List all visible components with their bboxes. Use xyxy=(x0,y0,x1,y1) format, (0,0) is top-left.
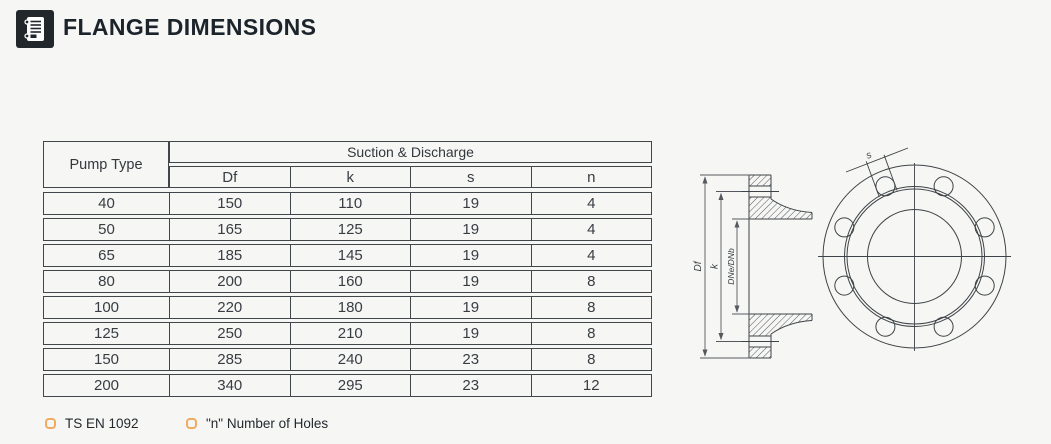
table-cell-pump_type: 80 xyxy=(98,273,115,290)
column-header-n: n xyxy=(530,167,652,187)
dim-label-k: k xyxy=(710,263,721,269)
table-cell-df: 200 xyxy=(169,271,290,292)
column-header-k: k xyxy=(289,167,411,187)
legend-label: TS EN 1092 xyxy=(65,416,139,431)
legend-item-holes: "n" Number of Holes xyxy=(186,416,328,431)
sub-header-row: Df k s n xyxy=(169,166,652,188)
column-header-df: Df xyxy=(222,168,238,186)
table-cell-pump_type: 40 xyxy=(98,195,115,212)
table-cell-k: 210 xyxy=(289,323,411,344)
table-cell-k: 295 xyxy=(289,375,411,396)
table-cell-n: 12 xyxy=(530,375,652,396)
table-cell-pump_type: 50 xyxy=(98,221,115,238)
column-group-header: Suction & Discharge xyxy=(169,141,652,163)
legend-bullet-icon xyxy=(45,418,56,429)
legend-label: "n" Number of Holes xyxy=(206,416,329,431)
table-cell-df: 285 xyxy=(169,349,290,370)
table-cell-pump_type: 200 xyxy=(93,377,120,394)
dim-label-df: Df xyxy=(693,260,704,271)
table-cell-pump_type: 150 xyxy=(93,351,120,368)
column-header-s: s xyxy=(410,167,531,187)
table-cell-df: 220 xyxy=(169,297,290,318)
table-cell-df: 185 xyxy=(169,245,290,266)
table-cell-s: 19 xyxy=(410,297,531,318)
flange-section-view xyxy=(741,174,813,359)
table-cell-s: 19 xyxy=(410,219,531,240)
table-cell-k: 240 xyxy=(289,349,411,370)
table-cell-df: 150 xyxy=(169,193,290,214)
table-cell-n: 8 xyxy=(530,323,652,344)
legend-item-standard: TS EN 1092 xyxy=(45,416,139,431)
table-cell-s: 19 xyxy=(410,245,531,266)
table-cell-pump_type: 65 xyxy=(98,247,115,264)
table-cell-n: 4 xyxy=(530,245,652,266)
hole-dimension xyxy=(845,147,909,198)
dim-label-hole: s xyxy=(865,150,874,162)
table-cell-n: 8 xyxy=(530,297,652,318)
table-cell-n: 8 xyxy=(530,271,652,292)
table-cell-s: 19 xyxy=(410,271,531,292)
flange-technical-drawing: Df k DNe/DNb xyxy=(688,138,1022,375)
table-cell-s: 19 xyxy=(410,193,531,214)
column-header-pump-type: Pump Type xyxy=(43,141,169,188)
dimension-lines xyxy=(700,174,750,359)
table-cell-k: 160 xyxy=(289,271,411,292)
table-cell-n: 4 xyxy=(530,193,652,214)
page-title: FLANGE DIMENSIONS xyxy=(63,14,317,40)
table-cell-df: 165 xyxy=(169,219,290,240)
dim-label-bore: DNe/DNb xyxy=(726,248,736,285)
notebook-icon xyxy=(16,10,54,48)
table-cell-s: 23 xyxy=(410,375,531,396)
legend-bullet-icon xyxy=(186,418,197,429)
table-cell-k: 145 xyxy=(289,245,411,266)
table-cell-s: 19 xyxy=(410,323,531,344)
table-cell-k: 180 xyxy=(289,297,411,318)
table-cell-df: 250 xyxy=(169,323,290,344)
table-cell-pump_type: 125 xyxy=(93,325,120,342)
table-cell-k: 125 xyxy=(289,219,411,240)
table-cell-n: 4 xyxy=(530,219,652,240)
table-cell-k: 110 xyxy=(289,193,411,214)
flange-front-view xyxy=(818,163,1011,351)
table-cell-df: 340 xyxy=(169,375,290,396)
table-cell-n: 8 xyxy=(530,349,652,370)
table-cell-pump_type: 100 xyxy=(93,299,120,316)
table-cell-s: 23 xyxy=(410,349,531,370)
